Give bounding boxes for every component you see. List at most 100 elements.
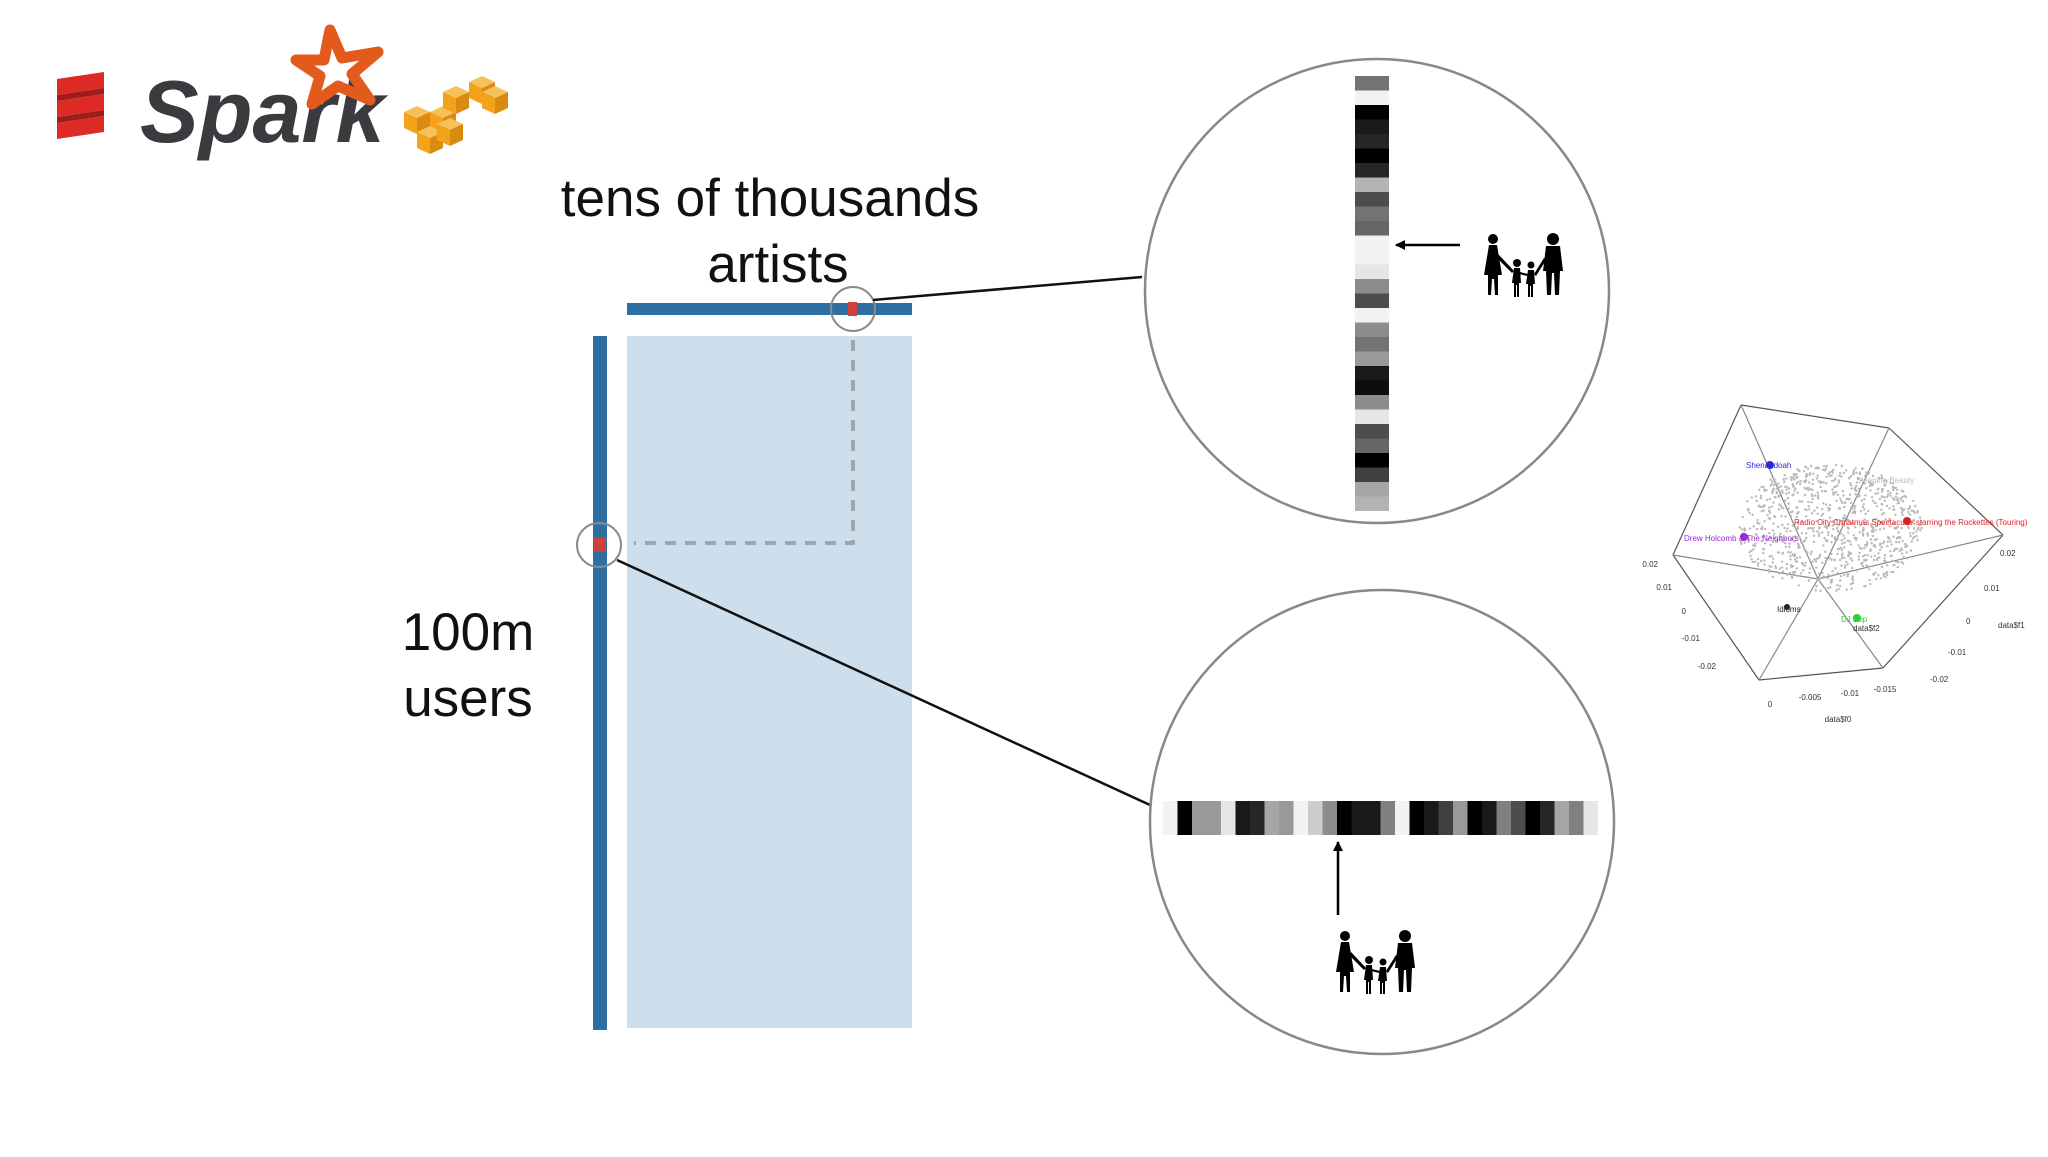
scatter-point <box>1836 583 1839 587</box>
scatter-point <box>1890 543 1893 546</box>
scatter-point <box>1855 484 1858 488</box>
scatter-point <box>1793 478 1796 481</box>
scatter-point <box>1863 482 1866 485</box>
factor-cell <box>1355 366 1389 381</box>
scatter-point <box>1833 485 1836 489</box>
scatter-point <box>1871 534 1874 538</box>
scatter-point <box>1895 526 1898 530</box>
scatter-point <box>1905 551 1909 554</box>
scatter-point <box>1805 515 1808 518</box>
factor-cell <box>1540 801 1555 835</box>
scatter-point <box>1893 508 1896 511</box>
scatter-point <box>1830 541 1833 544</box>
scatter-point <box>1855 481 1859 484</box>
scatter-point <box>1769 484 1772 487</box>
scatter-point <box>1863 508 1866 511</box>
scatter-point <box>1843 564 1847 567</box>
scatter-point <box>1819 589 1822 593</box>
scatter-point <box>1860 562 1863 566</box>
scatter-point <box>1831 520 1834 524</box>
scatter-point <box>1784 515 1787 518</box>
scatter-point <box>1848 497 1851 501</box>
tick-label: -0.015 <box>1874 685 1897 694</box>
scatter-point <box>1912 518 1916 522</box>
scatter-point <box>1771 561 1775 564</box>
scatter-point <box>1882 479 1886 482</box>
scatter-point <box>1863 547 1866 550</box>
scatter-point <box>1894 547 1897 551</box>
scatter-point <box>1795 515 1798 519</box>
scatter-point <box>1776 525 1780 528</box>
scatter-point <box>1786 523 1790 526</box>
scatter-point <box>1881 522 1885 525</box>
scatter-point <box>1888 525 1892 528</box>
scatter-point <box>1804 465 1808 469</box>
scatter-point <box>1811 488 1814 492</box>
scatter-point <box>1866 553 1870 557</box>
scatter-point <box>1851 566 1854 570</box>
scatter-point-cloud <box>1738 463 1923 593</box>
scatter-point <box>1847 477 1851 480</box>
scatter-point <box>1799 540 1803 544</box>
scatter-point <box>1849 552 1853 555</box>
scatter-point <box>1836 529 1840 533</box>
factor-cell <box>1569 801 1584 835</box>
scatter-point <box>1862 528 1865 531</box>
scatter-point <box>1808 571 1811 575</box>
scatter-point <box>1805 473 1808 476</box>
scatter-point <box>1779 485 1783 488</box>
factor-cell <box>1355 482 1389 497</box>
scatter-point <box>1771 491 1774 495</box>
scatter-point <box>1829 579 1833 582</box>
scatter-point <box>1827 586 1830 590</box>
scatter-point <box>1750 558 1753 561</box>
scatter-point <box>1910 540 1914 543</box>
scatter-point <box>1847 573 1850 576</box>
scatter-point <box>1851 578 1855 582</box>
scatter-point <box>1795 556 1799 559</box>
scatter-point <box>1824 467 1828 470</box>
scatter-point <box>1880 474 1883 477</box>
scatter-point <box>1888 517 1891 521</box>
scatter-point <box>1815 584 1818 588</box>
scatter-point <box>1773 495 1777 499</box>
scatter-point <box>1778 490 1782 493</box>
scatter-point <box>1823 586 1827 590</box>
scatter-point <box>1836 572 1839 575</box>
scatter-point <box>1810 493 1814 496</box>
embedding-scatter-plot: Shenandoah Drew Holcomb & The Neighbors … <box>1642 404 2028 724</box>
scatter-point <box>1810 576 1813 580</box>
scatter-point <box>1853 487 1857 491</box>
scatter-point <box>1747 509 1750 512</box>
factor-cell <box>1366 801 1381 835</box>
artists-label-line2: artists <box>707 235 848 294</box>
scatter-point <box>1840 464 1843 467</box>
scatter-point <box>1866 541 1869 544</box>
scatter-point <box>1776 538 1779 541</box>
scatter-point <box>1864 494 1867 497</box>
scatter-point <box>1876 492 1880 495</box>
scatter-point <box>1857 487 1861 490</box>
scatter-point <box>1867 568 1871 571</box>
scatter-point <box>1918 516 1922 519</box>
scatter-point <box>1830 474 1833 477</box>
scatter-point <box>1762 509 1765 512</box>
tick-label: 0.02 <box>1642 560 1658 569</box>
scatter-point <box>1794 487 1797 490</box>
scatter-point <box>1847 554 1850 558</box>
scatter-point <box>1803 539 1807 542</box>
scatter-point <box>1894 486 1898 489</box>
scatter-point <box>1872 558 1876 562</box>
factor-cell <box>1355 163 1389 178</box>
scatter-point <box>1780 535 1783 539</box>
scatter-point <box>1801 563 1805 566</box>
scatter-point <box>1864 474 1867 477</box>
scatter-point <box>1831 488 1834 491</box>
scatter-point <box>1891 488 1895 492</box>
scatter-point <box>1790 478 1793 482</box>
scatter-point <box>1852 473 1855 476</box>
scatter-point <box>1804 479 1808 482</box>
scatter-point <box>1874 492 1877 495</box>
scatter-point <box>1833 536 1836 539</box>
scatter-point <box>1820 489 1824 493</box>
